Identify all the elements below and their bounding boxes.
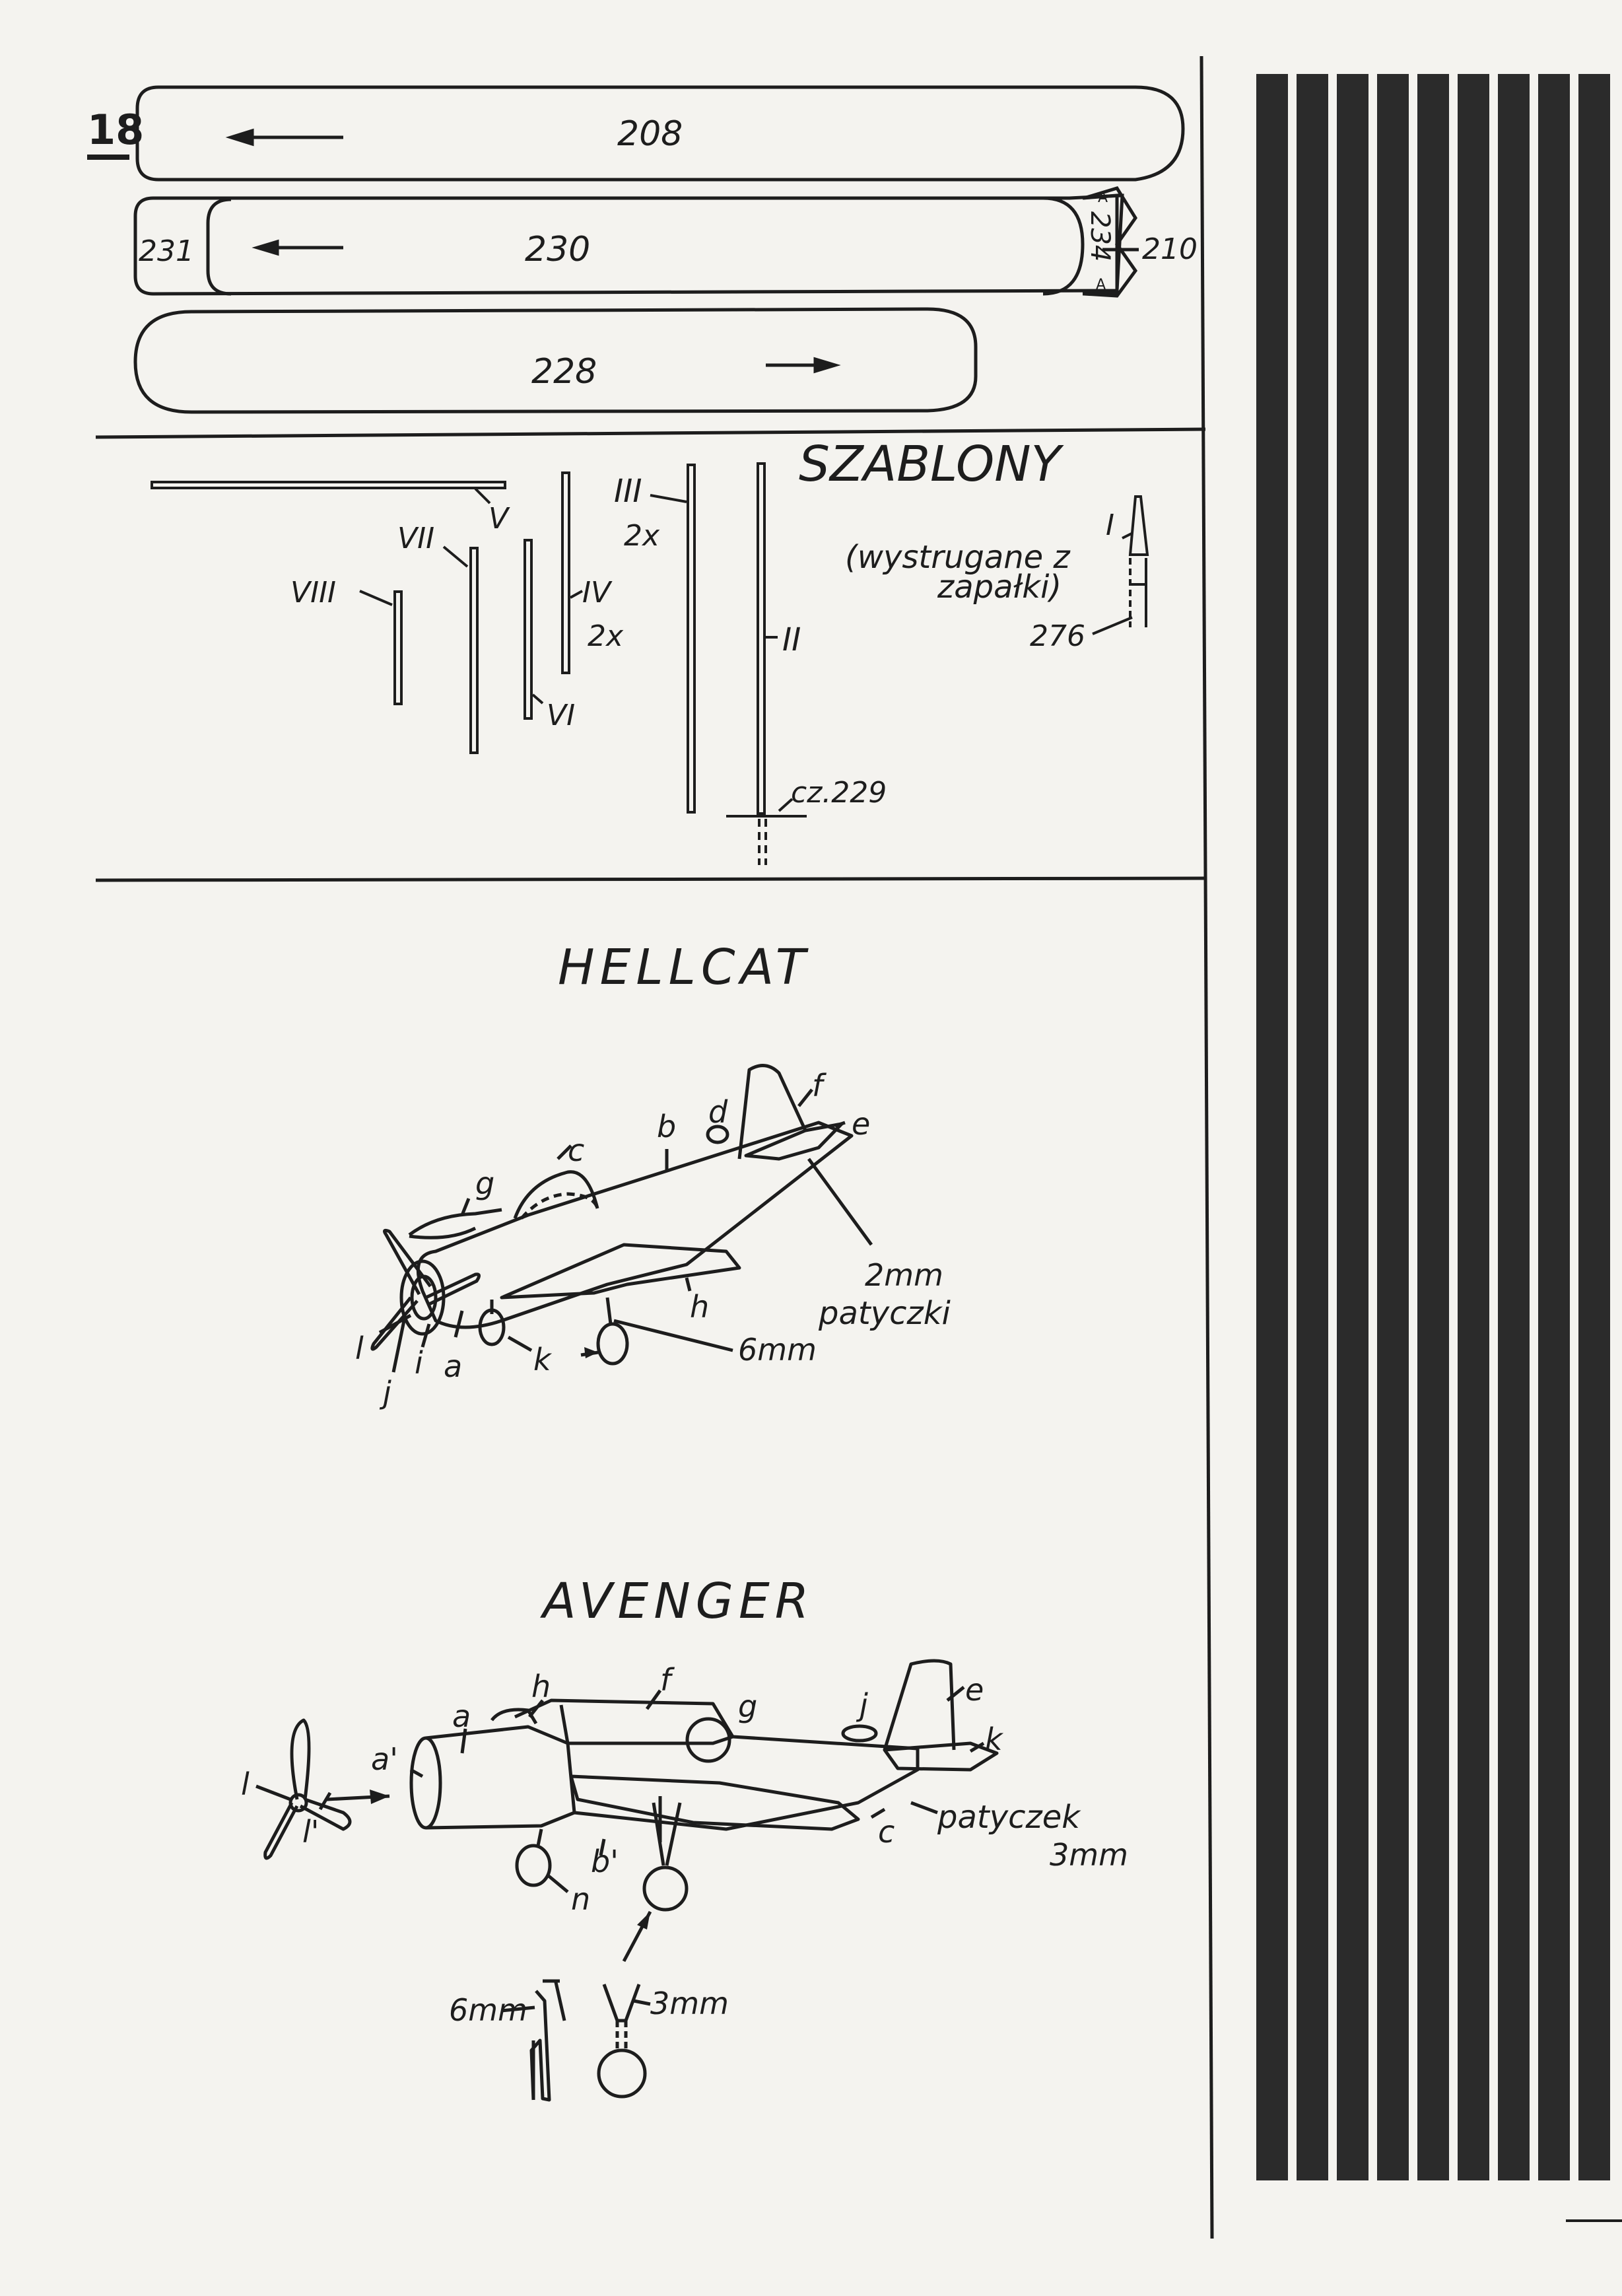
- template-label-vii: VII: [397, 522, 434, 555]
- hellcat-label-e: e: [852, 1106, 870, 1142]
- hellcat-label-b: b: [657, 1109, 676, 1144]
- avenger-label-3mm: 3mm: [650, 1986, 729, 2021]
- hellcat-label-f: f: [812, 1068, 827, 1103]
- hellcat-arrow-k: [584, 1347, 598, 1358]
- avenger-label-b: b': [591, 1844, 619, 1879]
- template-label-i: I: [1106, 508, 1114, 542]
- avenger-label-n: n: [571, 1881, 590, 1917]
- avenger-label-e: e: [965, 1672, 984, 1708]
- template-label-229: cz.229: [791, 776, 887, 810]
- strip-4: [1377, 74, 1409, 2180]
- template-label-iii: III: [614, 473, 642, 510]
- hellcat-label-sticks: patyczki: [818, 1295, 951, 1332]
- hellcat-title: HELLCAT: [558, 939, 811, 996]
- strip-6: [1458, 74, 1489, 2180]
- strip-3: [1337, 74, 1369, 2180]
- avenger-label-l: l: [241, 1766, 250, 1802]
- hellcat-label-6mm: 6mm: [738, 1332, 817, 1368]
- hellcat-label-k: k: [533, 1342, 553, 1377]
- avenger-drawing: [255, 1659, 999, 2102]
- strip-9: [1578, 74, 1610, 2180]
- avenger-label-6mm: 6mm: [449, 1992, 527, 2028]
- strip-5: [1417, 74, 1449, 2180]
- avenger-label-j: j: [856, 1687, 868, 1723]
- strip-231-label: 231: [139, 234, 194, 268]
- template-label-ii: II: [782, 621, 801, 658]
- strip-230-label: 230: [525, 230, 590, 269]
- cutting-strips: [1256, 74, 1610, 2180]
- template-note-line1: (wystrugane z: [845, 539, 1071, 576]
- avenger-label-k: k: [985, 1722, 1004, 1757]
- template-label-vi: VI: [547, 699, 575, 732]
- avenger-label-a: a: [452, 1698, 471, 1734]
- template-sticks: [151, 462, 1149, 865]
- avenger-label-h: h: [531, 1669, 551, 1704]
- hellcat-drawing: [370, 1064, 873, 1373]
- hellcat-label-h: h: [690, 1289, 709, 1325]
- hellcat-label-l: l: [355, 1331, 364, 1366]
- strip-228-label: 228: [531, 352, 597, 392]
- avenger-label-stick: patyczek: [937, 1799, 1081, 1836]
- hellcat-label-d: d: [708, 1094, 728, 1130]
- hellcat-label-g: g: [475, 1165, 494, 1201]
- divider-vertical: [1200, 55, 1214, 2239]
- strip-230: [133, 186, 1139, 298]
- hellcat-label-c: c: [568, 1132, 584, 1168]
- strip-234-label: 234: [1085, 211, 1115, 261]
- avenger-title: AVENGER: [540, 1573, 814, 1630]
- divider-top: [95, 427, 1206, 439]
- template-label-iv-qty: 2x: [588, 619, 624, 653]
- avenger-label-c: c: [878, 1814, 895, 1850]
- avenger-label-g: g: [738, 1688, 757, 1724]
- strip-228: [133, 307, 978, 414]
- template-label-276: 276: [1030, 619, 1085, 653]
- divider-middle: [95, 876, 1207, 882]
- hellcat-label-j: j: [379, 1375, 391, 1410]
- strip-210-label: 210: [1142, 232, 1198, 266]
- avenger-arrow-prop: [370, 1790, 389, 1804]
- strip-marker-a-bottom: A: [1096, 277, 1106, 293]
- template-note-line2: zapałki): [937, 569, 1062, 606]
- templates-title: SZABLONY: [799, 436, 1065, 493]
- avenger-label-a-prime: a': [371, 1741, 398, 1777]
- strip-2: [1297, 74, 1328, 2180]
- hellcat-label-2mm: 2mm: [865, 1257, 943, 1293]
- hellcat-label-i: i: [415, 1345, 423, 1381]
- template-label-iii-qty: 2x: [624, 519, 660, 553]
- strip-7: [1498, 74, 1530, 2180]
- page-number: 18: [87, 106, 144, 154]
- avenger-arrow-wheel: [637, 1912, 650, 1930]
- strip-marker-a-top: A: [1098, 190, 1108, 206]
- template-label-iv: IV: [582, 576, 613, 609]
- hellcat-label-a: a: [444, 1348, 462, 1384]
- strip-208: [135, 85, 1185, 182]
- template-label-viii: VIII: [290, 576, 336, 609]
- strip-208-label: 208: [617, 114, 683, 154]
- avenger-label-l-prime: l': [302, 1814, 319, 1850]
- template-label-v: V: [489, 502, 510, 536]
- strip-8: [1538, 74, 1570, 2180]
- avenger-label-f: f: [660, 1662, 675, 1698]
- strip-1: [1256, 74, 1288, 2180]
- avenger-label-3mm-stick: 3mm: [1050, 1837, 1128, 1873]
